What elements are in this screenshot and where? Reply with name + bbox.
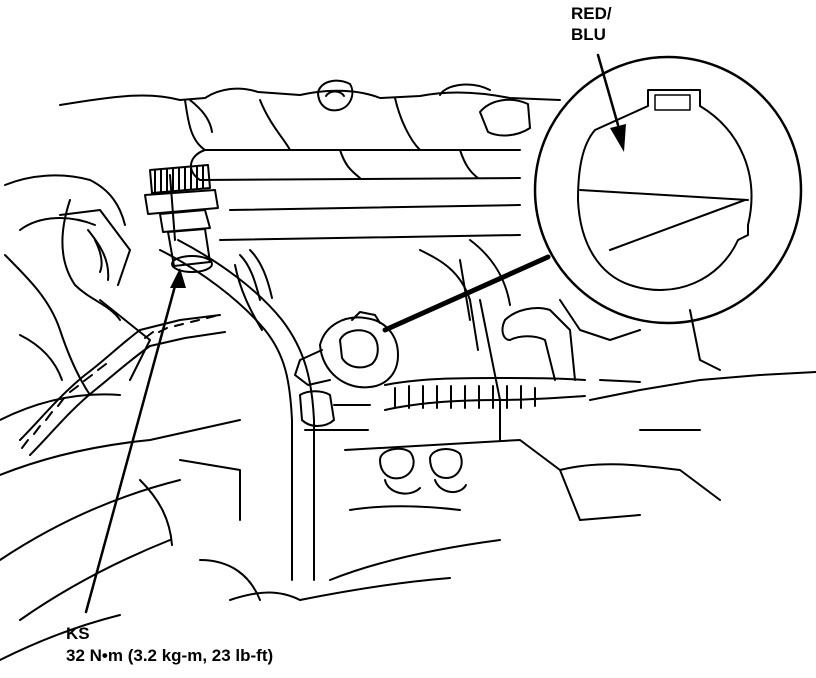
wire-color-label-line2: BLU	[571, 25, 606, 44]
corrugated-hose-right	[384, 377, 586, 411]
wire-color-arrowhead	[610, 124, 626, 152]
lower-block	[139, 259, 816, 601]
knock-sensor	[144, 164, 219, 273]
ks-leader-line	[84, 273, 180, 614]
intake-manifold	[59, 79, 561, 241]
torque-spec-label: 32 N•m (3.2 kg-m, 23 lb-ft)	[66, 646, 274, 665]
sensor-name-label: KS	[66, 624, 90, 643]
corrugated-hose-left	[19, 314, 226, 456]
detail-leader-line	[382, 254, 551, 333]
wiring-harness	[159, 239, 315, 581]
sensor-connector	[294, 311, 399, 431]
ks-arrowhead	[170, 268, 186, 288]
wire-color-label-line1: RED/	[571, 4, 612, 23]
engine-block	[0, 174, 241, 661]
connector-detail-circle	[533, 55, 803, 325]
wire-color-arrow	[596, 53, 620, 127]
coolant-hose	[419, 239, 576, 381]
